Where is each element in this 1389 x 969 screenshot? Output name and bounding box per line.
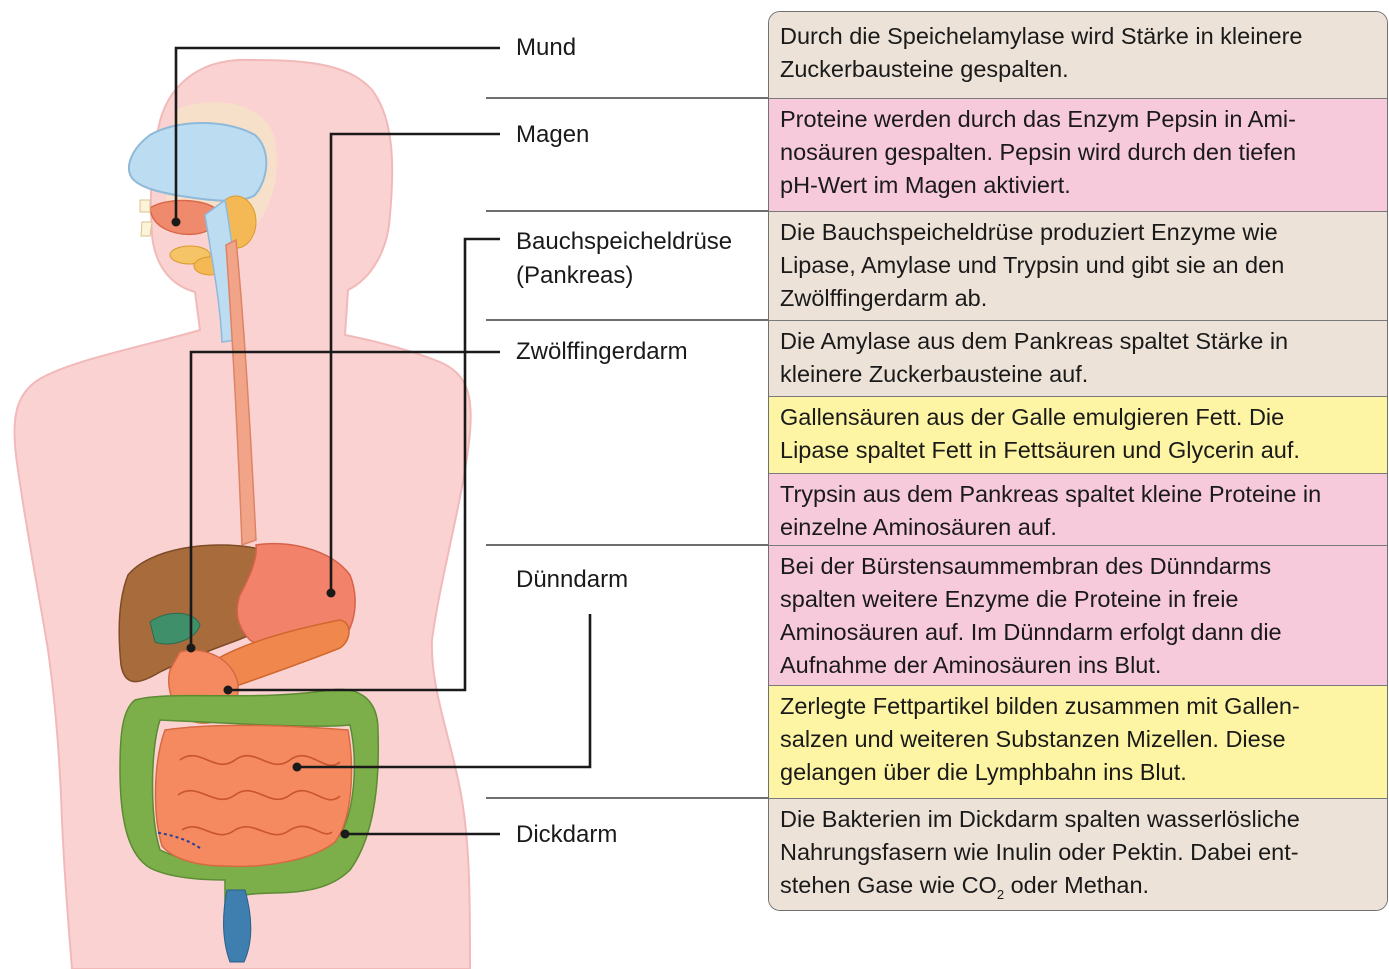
description-line: Aminosäuren auf. Im Dünndarm erfolgt dan… [780,616,1381,649]
subscript-two: 2 [997,887,1004,902]
description-line: Lipase, Amylase und Trypsin und gibt sie… [780,249,1381,282]
description-line: Lipase spaltet Fett in Fettsäuren und Gl… [780,434,1381,467]
description-line: Zwölffingerdarm ab. [780,282,1381,315]
description-line: spalten weitere Enzyme die Proteine in f… [780,583,1381,616]
separator-line [486,97,770,99]
description-line: Zuckerbausteine gespalten. [780,53,1381,86]
description-line: Proteine werden durch das Enzym Pepsin i… [780,103,1381,136]
description-line: Nahrungsfasern wie Inulin oder Pektin. D… [780,836,1381,869]
description-duenn-fett: Zerlegte Fettpartikel bilden zusammen mi… [769,685,1387,798]
leader-dot-duenndarm [293,763,302,772]
label-zwoelffingerdarm: Zwölffingerdarm [516,335,688,369]
nasal-cavity [129,123,266,201]
description-line: salzen und weiteren Substanzen Mizellen.… [780,723,1381,756]
description-line: Zerlegte Fettpartikel bilden zusammen mi… [780,690,1381,723]
label-magen: Magen [516,118,589,152]
label-bauchspeicheldruese: Bauchspeicheldrüse [516,225,732,259]
description-line: kleinere Zuckerbausteine auf. [780,358,1381,391]
teeth [140,200,152,236]
small-intestine [156,725,352,866]
description-line: pH-Wert im Magen aktiviert. [780,169,1381,202]
description-line: Die Amylase aus dem Pankreas spaltet Stä… [780,325,1381,358]
description-line: Aufnahme der Aminosäuren ins Blut. [780,649,1381,682]
description-line: Die Bauchspeicheldrüse produziert Enzyme… [780,216,1381,249]
description-panel: Durch die Speichelamylase wird Stärke in… [768,11,1388,911]
separator-line [486,210,770,212]
label-mund: Mund [516,31,576,65]
leader-dot-zwoelffingerdarm [187,644,196,653]
label-dickdarm: Dickdarm [516,818,617,852]
description-zwoelf-amylase: Die Amylase aus dem Pankreas spaltet Stä… [769,320,1387,396]
label-duenndarm: Dünndarm [516,563,628,597]
description-duenn-protein: Bei der Bürstensaummembran des Dünndarms… [769,545,1387,685]
description-pankreas: Die Bauchspeicheldrüse produziert Enzyme… [769,211,1387,320]
description-magen: Proteine werden durch das Enzym Pepsin i… [769,98,1387,211]
description-text: stehen Gase wie CO [780,872,997,898]
description-text: oder Methan. [1004,872,1149,898]
separator-line [486,544,770,546]
description-line: Trypsin aus dem Pankreas spaltet kleine … [780,478,1381,511]
leader-dot-mund [172,218,181,227]
description-line: nosäuren gespalten. Pepsin wird durch de… [780,136,1381,169]
description-line: Die Bakterien im Dickdarm spalten wasser… [780,803,1381,836]
description-line: gelangen über die Lymphbahn ins Blut. [780,756,1381,789]
digestive-system-illustration [0,0,770,969]
separator-line [486,319,770,321]
rectum [224,890,251,962]
description-line: Bei der Bürstensaummembran des Dünndarms [780,550,1381,583]
leader-dot-magen [327,589,336,598]
leader-dot-dickdarm [341,830,350,839]
description-mund: Durch die Speichelamylase wird Stärke in… [769,12,1387,98]
label-pankreas: (Pankreas) [516,259,633,293]
description-line: Gallensäuren aus der Galle emulgieren Fe… [780,401,1381,434]
description-dickdarm: Die Bakterien im Dickdarm spalten wasser… [769,798,1387,911]
description-zwoelf-trypsin: Trypsin aus dem Pankreas spaltet kleine … [769,473,1387,545]
description-line: stehen Gase wie CO2 oder Methan. [780,869,1381,902]
description-line: einzelne Aminosäuren auf. [780,511,1381,544]
description-zwoelf-galle: Gallensäuren aus der Galle emulgieren Fe… [769,396,1387,473]
leader-dot-pankreas [224,686,233,695]
description-line: Durch die Speichelamylase wird Stärke in… [780,20,1381,53]
separator-line [486,797,770,799]
